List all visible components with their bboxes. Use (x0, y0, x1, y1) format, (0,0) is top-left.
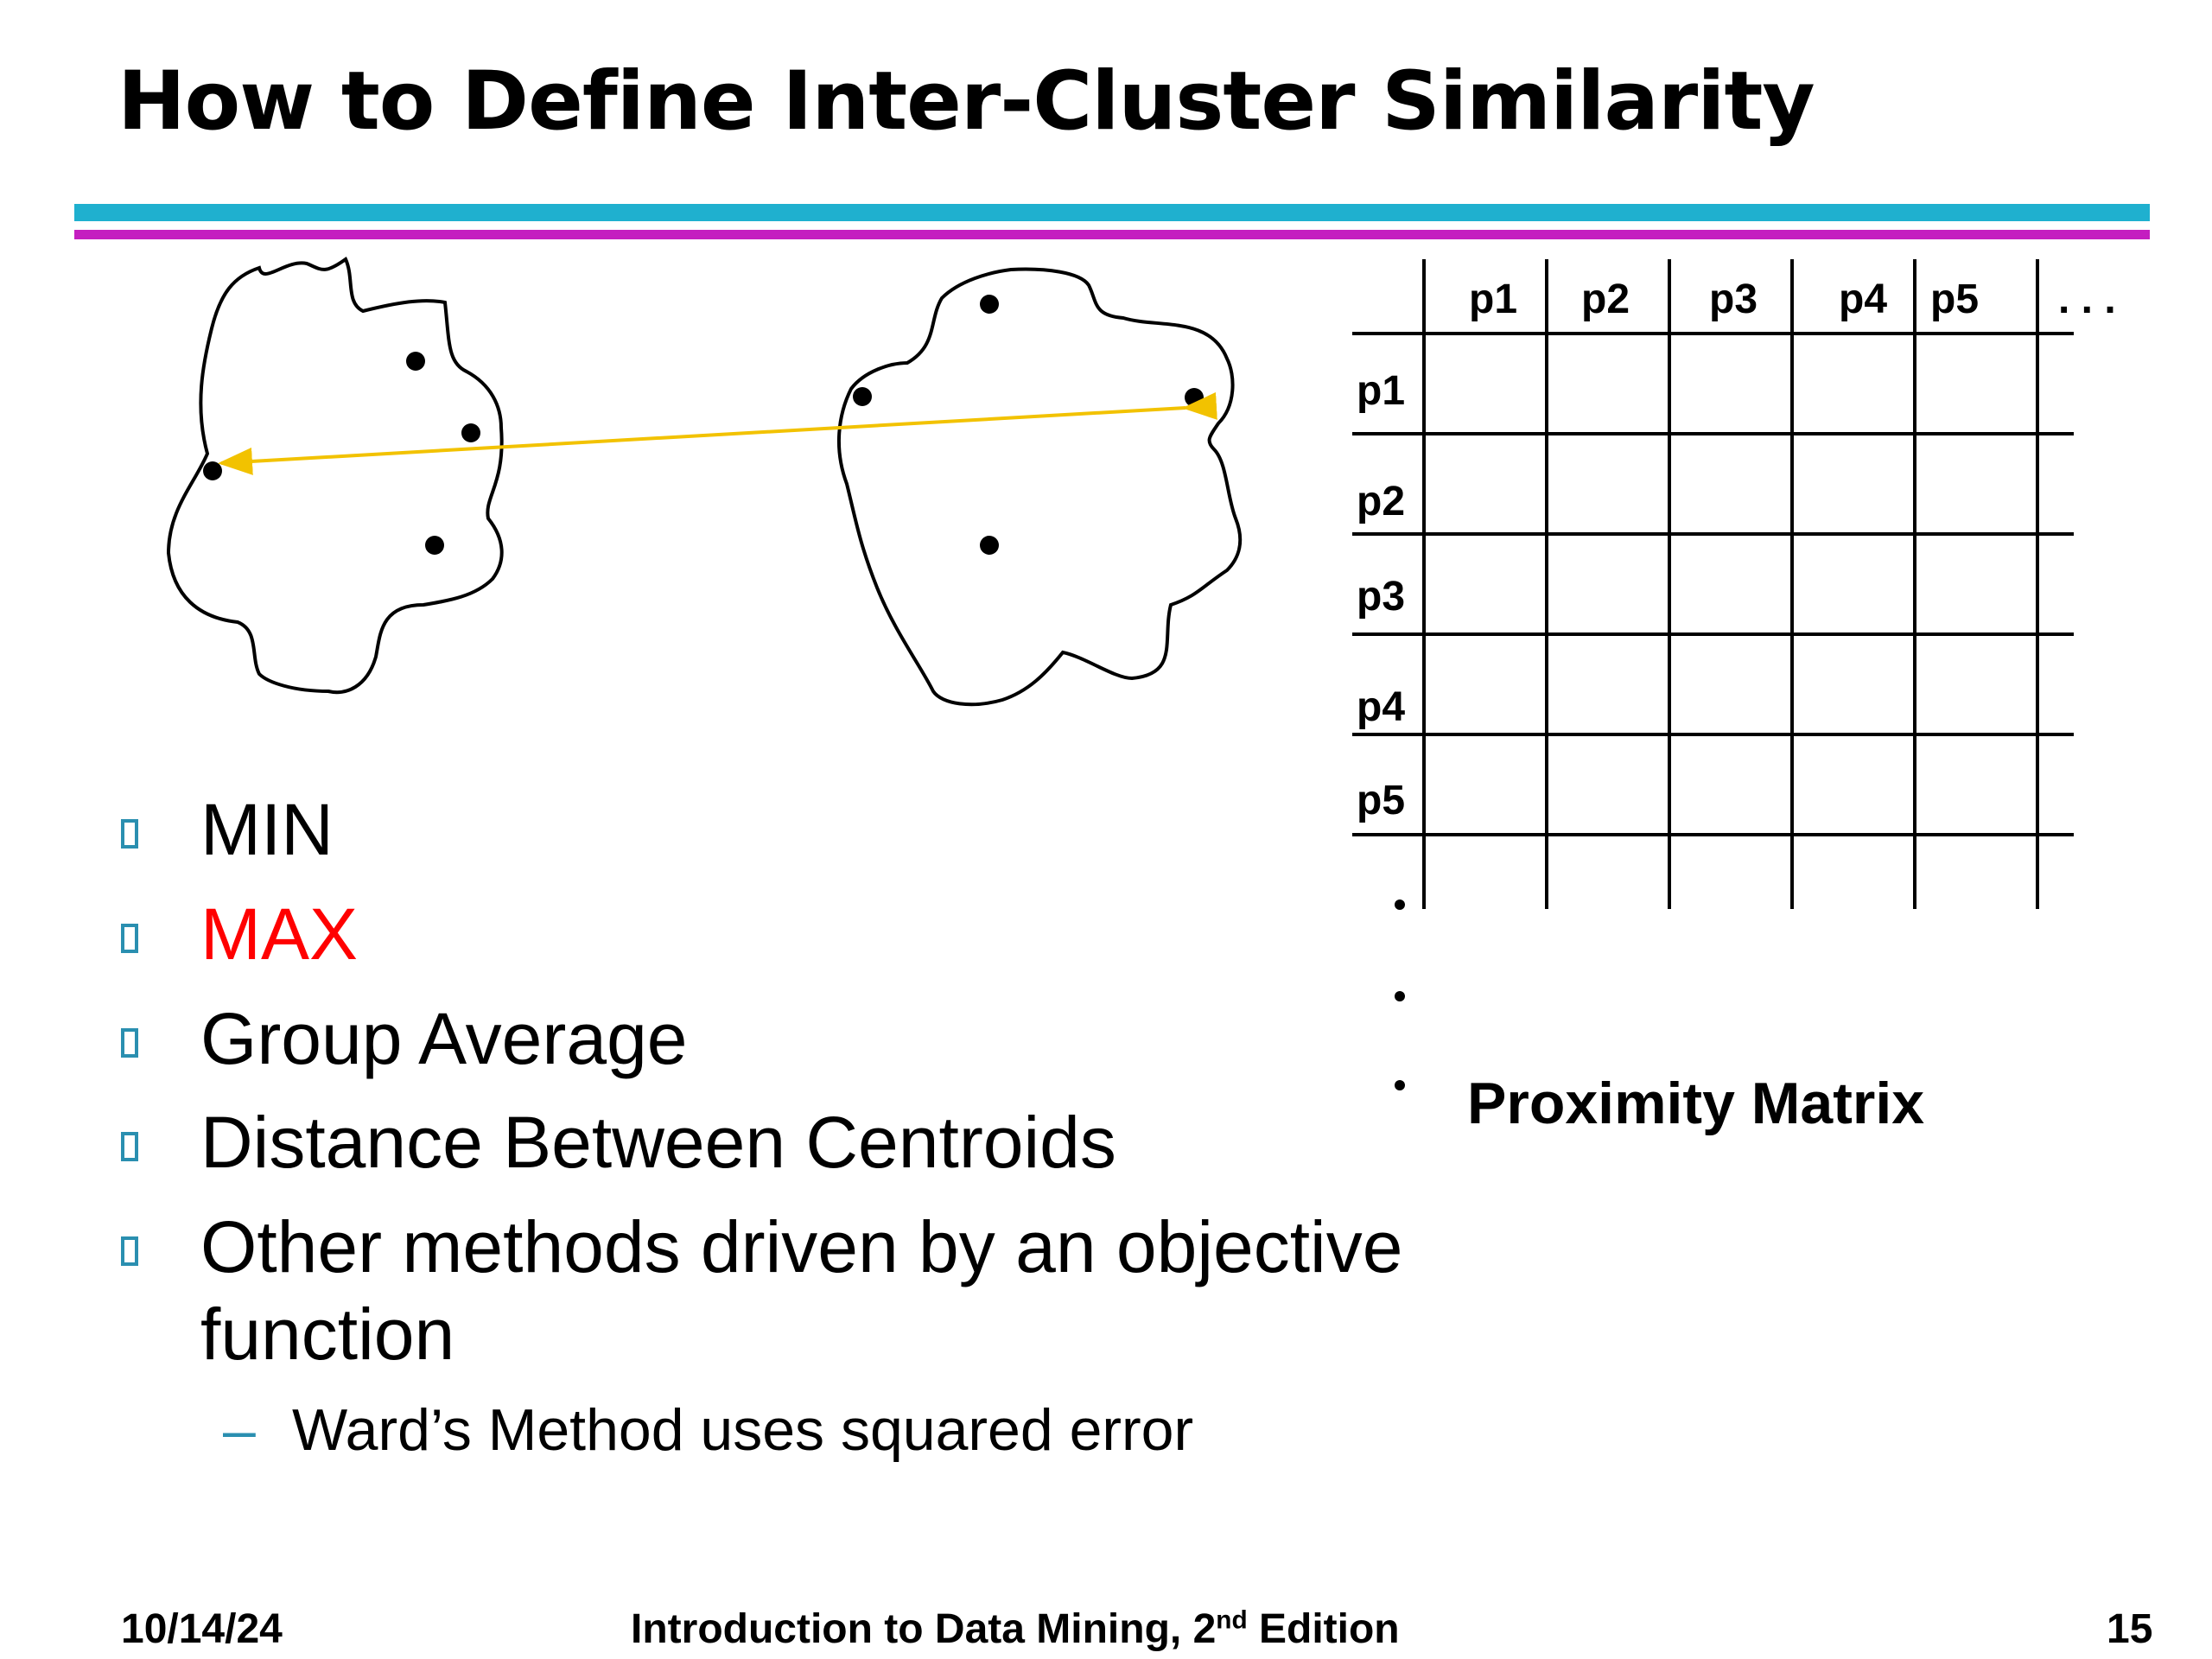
bullet-item: MIN (121, 786, 1469, 874)
bullet-square-icon (121, 1132, 138, 1162)
bullet-text: Group Average (200, 997, 688, 1079)
max-distance-arrow (218, 391, 1217, 475)
data-point (203, 461, 222, 480)
sub-bullet-item: – Ward’s Method uses squared error (223, 1395, 1469, 1466)
title-rule-magenta (74, 230, 2150, 239)
matrix-grid (1352, 259, 2074, 909)
footer-page-number: 15 (2107, 1606, 2153, 1652)
sub-bullet-dash: – (223, 1396, 256, 1463)
bullet-list: MIN MAX Group Average Distance Between C… (121, 786, 1469, 1465)
bullet-item: Group Average (121, 995, 1469, 1083)
footer-book-title: Introduction to Data Mining, 2nd Edition (631, 1605, 1400, 1653)
matrix-col-label: p2 (1581, 276, 1630, 322)
matrix-row-label: p2 (1357, 479, 1405, 524)
footer-book-prefix: Introduction to Data Mining, 2 (631, 1606, 1217, 1652)
matrix-row-label: p5 (1357, 778, 1405, 823)
bullet-item: Distance Between Centroids (121, 1099, 1469, 1186)
bullet-square-icon (121, 1236, 138, 1267)
data-point (980, 295, 999, 314)
data-point (980, 536, 999, 555)
data-point (406, 352, 425, 371)
matrix-caption: Proximity Matrix (1467, 1071, 1925, 1136)
cluster-outline-left (166, 256, 504, 695)
matrix-col-label: p4 (1839, 276, 1887, 322)
bullet-square-icon (121, 923, 138, 953)
bullet-square-icon (121, 819, 138, 849)
bullet-item: MAX (121, 891, 1469, 978)
matrix-col-ellipsis: . . . (2058, 276, 2116, 322)
proximity-matrix: p1 p2 p3 p4 p5 . . . p1 p2 p3 p4 p5 (1352, 259, 2116, 1090)
bullet-text: MAX (200, 893, 359, 975)
matrix-col-label: p5 (1930, 276, 1979, 322)
footer-book-suffix: Edition (1247, 1606, 1400, 1652)
footer-date: 10/14/24 (121, 1606, 283, 1652)
bullet-item: Other methods driven by an objective fun… (121, 1204, 1469, 1378)
bullet-text: Other methods driven by an objective fun… (200, 1206, 1403, 1375)
matrix-col-label: p3 (1709, 276, 1758, 322)
matrix-row-label: p3 (1357, 574, 1405, 620)
matrix-row-ellipsis (1395, 899, 1405, 1090)
bullet-text: MIN (200, 789, 334, 870)
slide-title: How to Define Inter-Cluster Similarity (118, 54, 1815, 149)
sub-bullet-text: Ward’s Method uses squared error (292, 1396, 1194, 1463)
cluster-outline-right (837, 267, 1243, 707)
matrix-col-label: p1 (1469, 276, 1517, 322)
bullet-text: Distance Between Centroids (200, 1102, 1116, 1184)
matrix-row-label: p1 (1357, 368, 1405, 414)
footer-book-sup: nd (1216, 1605, 1248, 1635)
title-rule-cyan (74, 204, 2150, 221)
data-point (425, 536, 444, 555)
bullet-square-icon (121, 1027, 138, 1058)
cluster-diagram (166, 256, 1243, 707)
matrix-row-label: p4 (1357, 684, 1405, 730)
